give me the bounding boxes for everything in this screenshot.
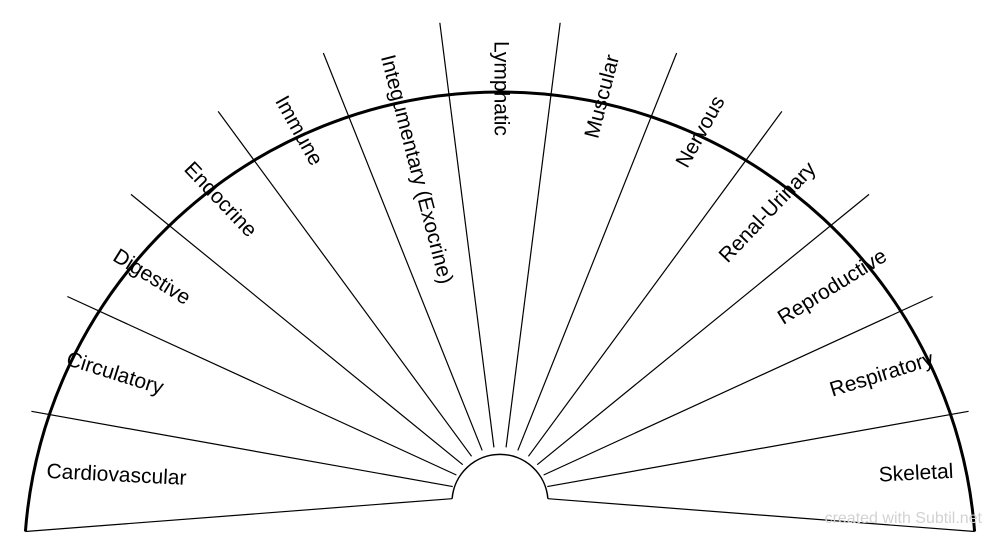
sector-divider [439, 22, 495, 448]
sector-divider [517, 52, 678, 451]
sector-label: Nervous [672, 92, 730, 172]
sector-label: Muscular [580, 52, 624, 140]
sector-label: Respiratory [827, 347, 937, 401]
sector-divider [543, 295, 933, 476]
sector-divider [31, 410, 453, 488]
sector-label: Endocrine [179, 157, 261, 241]
sector-label: Skeletal [878, 460, 954, 487]
watermark: created with Subtil.net [824, 510, 982, 527]
sector-divider [67, 295, 457, 476]
sector-divider [505, 22, 561, 448]
sector-divider [130, 193, 464, 466]
sector-divider [536, 193, 870, 466]
sector-divider [547, 498, 975, 533]
sector-label: Immune [270, 92, 327, 169]
sector-divider [217, 111, 473, 457]
outer-arc [23, 90, 977, 532]
sector-label: Cardiovascular [46, 460, 187, 490]
sector-label: Lymphatic [489, 41, 512, 136]
inner-arc [451, 453, 549, 499]
sector-divider [25, 498, 453, 533]
sector-label: Integumentary (Exocrine) [376, 52, 457, 286]
sector-divider [322, 52, 483, 451]
sector-divider [547, 410, 969, 488]
sector-label: Circulatory [64, 347, 167, 399]
sector-divider [527, 111, 783, 457]
